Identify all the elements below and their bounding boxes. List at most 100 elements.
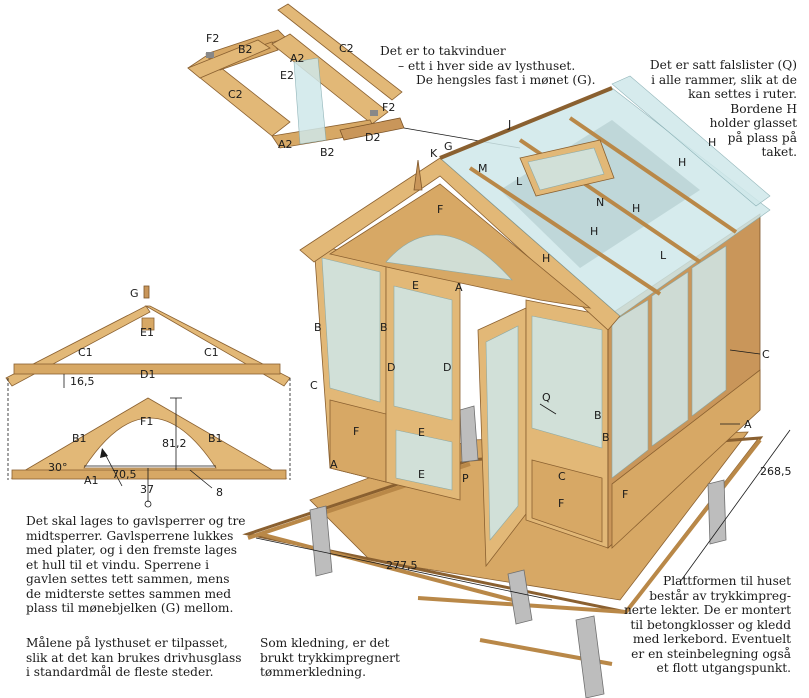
platform-beam-4 bbox=[624, 438, 762, 614]
label-d1: D1 bbox=[140, 368, 155, 381]
label-d-right: D bbox=[443, 361, 451, 374]
label-f2-top: F2 bbox=[206, 32, 219, 45]
label-b-right1: B bbox=[594, 409, 602, 422]
leader-q bbox=[539, 403, 557, 415]
label-b2-bottom: B2 bbox=[320, 146, 335, 159]
note-false-strips-line-6: på plass på bbox=[727, 130, 797, 145]
door-window bbox=[393, 285, 453, 421]
hinge-1 bbox=[206, 52, 214, 58]
label-c2-top: C2 bbox=[339, 42, 354, 55]
note-false-strips-line-5: holder glasset bbox=[709, 116, 797, 130]
note-false-strips-line-2: i alle rammer, slik at de bbox=[651, 72, 797, 87]
label-h-3: H bbox=[632, 202, 640, 215]
note-platform-line-4: til betongklosser og kledd bbox=[630, 617, 791, 632]
note-cladding-line-1: Som kledning, er det bbox=[260, 636, 390, 650]
note-platform-line-5: med lerkebord. Eventuelt bbox=[632, 632, 791, 646]
dim-268-5-line bbox=[679, 429, 791, 583]
label-c-left: C bbox=[310, 379, 318, 392]
roof-window-frame bbox=[187, 3, 521, 149]
label-dim-81-2: 81,2 bbox=[162, 437, 187, 450]
label-dim-268-5: 268,5 bbox=[760, 465, 792, 478]
label-b1-left: B1 bbox=[72, 432, 87, 445]
house-labels: J K G M L N H H H H H L F E A B B D D C … bbox=[310, 118, 792, 572]
label-d-left: D bbox=[387, 361, 395, 374]
hinge-2 bbox=[370, 110, 378, 116]
arrow-f1-head bbox=[100, 448, 108, 458]
side-glass-1 bbox=[611, 299, 649, 479]
note-rafters-line-7: plass til mønebjelken (G) mellom. bbox=[26, 601, 234, 615]
side-glass-2 bbox=[651, 271, 689, 447]
arrow-f1 bbox=[103, 451, 123, 487]
label-d2: D2 bbox=[365, 131, 380, 144]
note-cladding-line-3: tømmerkledning. bbox=[260, 665, 366, 679]
note-platform-line-1: Plattformen til huset bbox=[663, 574, 791, 588]
label-f-right: F bbox=[558, 497, 564, 510]
label-a2-bottom: A2 bbox=[278, 138, 293, 151]
note-roof-windows: Det er to takvinduer – ett i hver side a… bbox=[380, 44, 596, 88]
rafter-d1 bbox=[13, 363, 281, 375]
note-rafters-line-5: gavlen settes tett sammen, mens bbox=[26, 572, 230, 586]
note-false-strips-line-1: Det er satt falslister (Q) bbox=[649, 58, 797, 72]
note-dimensions-line-2: slik at det kan brukes drivhusglass bbox=[26, 650, 242, 665]
label-c1-left: C1 bbox=[78, 346, 93, 359]
finial bbox=[413, 159, 423, 191]
rafter-gable bbox=[10, 397, 288, 508]
frame-part-right-rail bbox=[271, 33, 389, 125]
note-platform-line-3: nerte lekter. De er montert bbox=[623, 603, 791, 617]
label-a-left: A bbox=[330, 458, 338, 471]
label-e-low: E bbox=[418, 468, 425, 481]
note-platform-line-2: består av trykkimpreg- bbox=[649, 588, 791, 603]
label-b1-right: B1 bbox=[208, 432, 223, 445]
gable-arch-window bbox=[385, 234, 513, 281]
label-dim-16-5: 16,5 bbox=[70, 375, 95, 388]
roof-window-open-glass bbox=[527, 147, 605, 191]
note-rafters-line-1: Det skal lages to gavlsperrer og tre bbox=[26, 514, 246, 528]
roof-rafter-h1 bbox=[468, 166, 662, 296]
note-platform-line-6: er en steinbelegning også bbox=[631, 646, 791, 661]
label-n: N bbox=[596, 196, 604, 209]
label-a1: A1 bbox=[84, 474, 99, 487]
note-false-strips-line-7: taket. bbox=[761, 145, 797, 159]
pillar-3 bbox=[707, 479, 727, 545]
note-cladding: Som kledning, er det brukt trykkimpregne… bbox=[260, 636, 400, 680]
gable-window-hole bbox=[83, 417, 217, 469]
front-window-right bbox=[531, 315, 603, 449]
platform-beam-1 bbox=[259, 532, 521, 604]
label-f-side: F bbox=[622, 488, 628, 501]
note-false-strips-line-4: Bordene H bbox=[730, 101, 797, 116]
label-h-5: H bbox=[542, 252, 550, 265]
label-a-top: A bbox=[455, 281, 463, 294]
label-b-right2: B bbox=[602, 431, 610, 444]
note-rafters-line-2: midtsperrer. Gavlsperrene lukkes bbox=[26, 528, 234, 543]
pillar-1 bbox=[309, 505, 333, 577]
label-m: M bbox=[478, 162, 488, 175]
note-rafters-line-4: et hull til et vindu. Sperrene i bbox=[26, 557, 209, 572]
label-dim-37: 37 bbox=[140, 483, 154, 496]
label-e2: E2 bbox=[280, 69, 294, 82]
note-platform: Plattformen til huset består av trykkimp… bbox=[624, 574, 791, 676]
label-b-door: B bbox=[380, 321, 388, 334]
note-rafters-line-6: de midterste settes sammen med bbox=[26, 586, 232, 601]
pillar-4 bbox=[575, 615, 605, 698]
label-c2-left: C2 bbox=[228, 88, 243, 101]
roof-window-labels: F2 B2 C2 A2 E2 C2 A2 F2 B2 D2 bbox=[206, 32, 395, 159]
label-c-right: C bbox=[762, 348, 770, 361]
label-f1: F1 bbox=[140, 415, 153, 428]
note-dimensions-line-1: Målene på lysthuset er tilpasset, bbox=[26, 636, 228, 650]
gable-a1-base bbox=[11, 469, 287, 480]
note-platform-line-7: et flott utgangspunkt. bbox=[656, 661, 792, 675]
center-mark bbox=[144, 500, 152, 508]
side-glass-3 bbox=[691, 245, 727, 417]
label-dim-277-5: 277,5 bbox=[386, 559, 418, 572]
front-cladding-right bbox=[531, 459, 603, 543]
note-roof-windows-line-2: – ett i hver side av lysthuset. bbox=[398, 58, 576, 73]
house-dimensions bbox=[255, 349, 791, 601]
label-angle-30: 30° bbox=[48, 461, 68, 474]
label-e-top: E bbox=[412, 279, 419, 292]
note-false-strips-line-3: kan settes i ruter. bbox=[688, 87, 797, 101]
label-dim-8: 8 bbox=[216, 486, 223, 499]
label-k: K bbox=[430, 147, 438, 160]
roof-rafter-h3 bbox=[568, 116, 738, 234]
label-l-side: L bbox=[660, 249, 667, 262]
rafter-labels: G E1 C1 C1 D1 16,5 F1 B1 B1 81,2 30° 70,… bbox=[48, 287, 223, 499]
